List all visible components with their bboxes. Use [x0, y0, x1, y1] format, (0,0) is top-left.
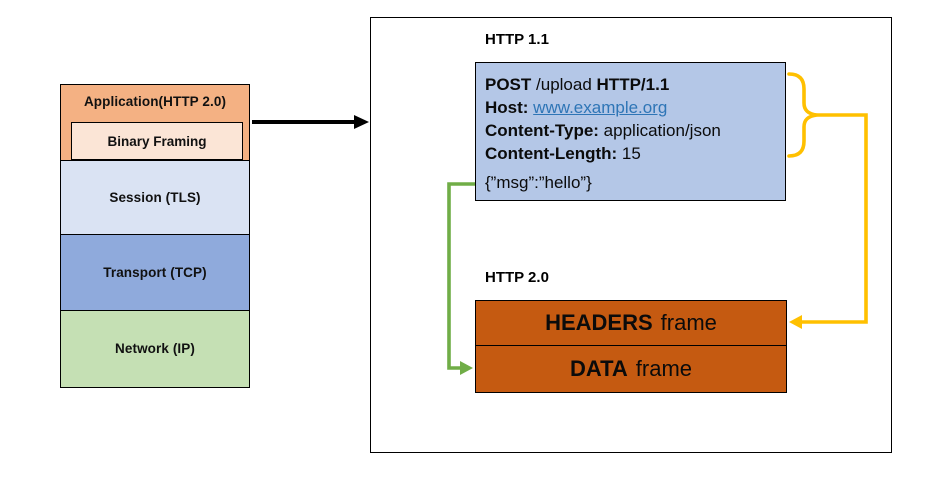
stack-to-panel-arrow-icon — [252, 115, 369, 129]
content-type-value: application/json — [603, 121, 721, 140]
data-frame-suffix: frame — [635, 355, 693, 381]
layer-session-label: Session (TLS) — [109, 190, 201, 205]
data-frame-label: DATA frame — [570, 356, 692, 382]
request-path: /upload — [531, 75, 597, 94]
request-version: HTTP/1.1 — [596, 75, 670, 94]
host-header-label: Host: — [485, 98, 534, 117]
headers-frame-name: HEADERS — [545, 310, 653, 335]
request-line-host: Host: www.example.org — [485, 96, 779, 119]
layer-binary-framing: Binary Framing — [71, 122, 243, 160]
request-line-start: POST /upload HTTP/1.1 — [485, 73, 779, 96]
http11-request-box: POST /upload HTTP/1.1 Host: www.example.… — [475, 62, 786, 201]
data-frame-name: DATA — [569, 355, 628, 381]
data-frame-box: DATA frame — [475, 344, 787, 393]
layer-application-label: Application(HTTP 2.0) — [83, 94, 227, 109]
request-method: POST — [485, 75, 532, 94]
host-link[interactable]: www.example.org — [533, 98, 668, 117]
layer-network-label: Network (IP) — [115, 341, 195, 356]
headers-frame-label: HEADERS frame — [545, 310, 717, 336]
headers-frame-box: HEADERS frame — [475, 300, 787, 346]
layer-binary-framing-label: Binary Framing — [107, 133, 207, 149]
request-line-content-type: Content-Type: application/json — [485, 119, 779, 142]
http20-section-label: HTTP 2.0 — [485, 269, 549, 286]
headers-frame-suffix: frame — [660, 310, 717, 335]
http11-section-label: HTTP 1.1 — [485, 31, 549, 48]
layer-transport-label: Transport (TCP) — [103, 265, 207, 280]
content-length-value: 15 — [621, 144, 641, 163]
layer-transport: Transport (TCP) — [60, 234, 250, 311]
layer-session: Session (TLS) — [60, 159, 250, 236]
layer-network: Network (IP) — [60, 309, 250, 388]
content-length-label: Content-Length: — [485, 144, 622, 163]
content-type-label: Content-Type: — [485, 121, 604, 140]
request-json-body: {”msg”:”hello”} — [485, 173, 592, 192]
request-line-content-length: Content-Length: 15 — [485, 142, 779, 165]
